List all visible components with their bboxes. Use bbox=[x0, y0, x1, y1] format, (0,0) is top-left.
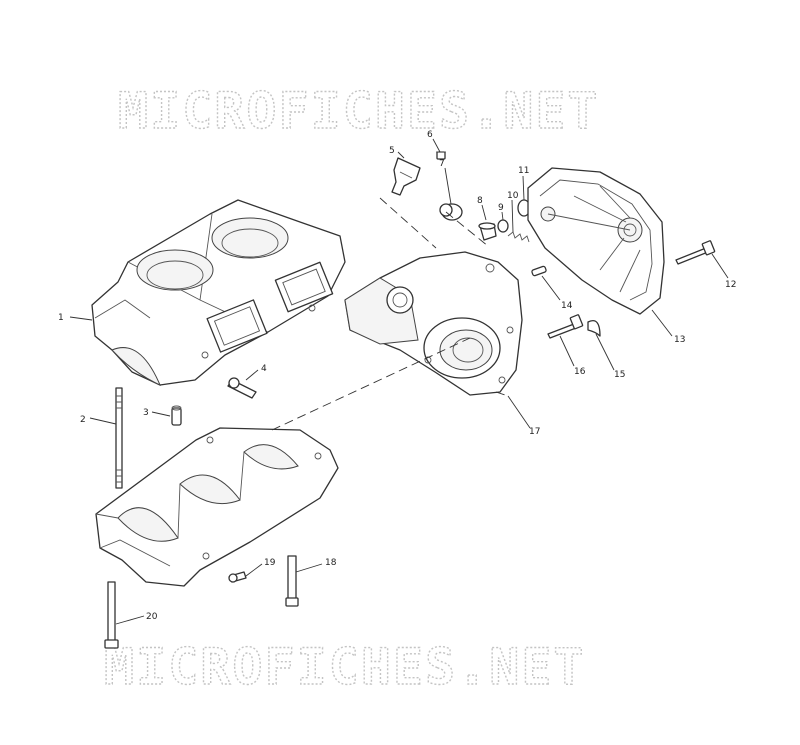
callout-18: 18 bbox=[325, 558, 337, 568]
callout-14: 14 bbox=[561, 301, 573, 311]
callout-12: 12 bbox=[725, 280, 736, 290]
leader-14 bbox=[541, 275, 561, 301]
callout-13: 13 bbox=[674, 335, 685, 345]
hose-fitting bbox=[391, 157, 421, 196]
outer-cover bbox=[527, 167, 665, 315]
pin-14 bbox=[531, 265, 547, 277]
leader-1 bbox=[69, 316, 93, 321]
spring bbox=[507, 231, 530, 243]
dowel-pin bbox=[171, 405, 182, 426]
leader-8 bbox=[481, 204, 487, 221]
callout-7: 7 bbox=[439, 159, 445, 169]
small-screw-19 bbox=[228, 571, 247, 583]
alignment-line-1 bbox=[379, 197, 437, 249]
callout-10: 10 bbox=[507, 191, 519, 201]
leader-6 bbox=[432, 138, 441, 153]
alignment-line-2 bbox=[445, 211, 489, 247]
stud-long bbox=[115, 387, 123, 489]
bolt-short bbox=[285, 555, 299, 607]
callout-1: 1 bbox=[58, 313, 64, 323]
leader-15 bbox=[595, 333, 615, 371]
leader-13 bbox=[651, 309, 673, 337]
bushing bbox=[439, 203, 463, 221]
upper-crankcase bbox=[91, 199, 346, 387]
alignment-line-3 bbox=[271, 337, 471, 431]
leader-20 bbox=[115, 615, 145, 625]
callout-16: 16 bbox=[574, 367, 586, 377]
watermark-top: MICROFICHES.NET bbox=[118, 82, 600, 140]
leader-3 bbox=[151, 411, 171, 417]
callout-9: 9 bbox=[498, 203, 504, 213]
leader-11 bbox=[522, 175, 525, 201]
bolt-long bbox=[104, 581, 119, 649]
leader-5 bbox=[397, 151, 405, 159]
callout-17: 17 bbox=[529, 427, 540, 437]
leader-9 bbox=[501, 211, 504, 221]
small-screw bbox=[436, 151, 446, 160]
lower-crankcase bbox=[95, 427, 339, 587]
leader-17 bbox=[507, 395, 531, 429]
gear-case bbox=[344, 251, 523, 396]
callout-2: 2 bbox=[80, 415, 86, 425]
callout-8: 8 bbox=[477, 196, 483, 206]
leader-18 bbox=[295, 563, 323, 573]
alignment-line-4 bbox=[495, 391, 509, 397]
leader-12 bbox=[711, 253, 729, 279]
drain-plug bbox=[227, 377, 257, 399]
bolt-12 bbox=[675, 240, 716, 265]
leader-19 bbox=[245, 563, 263, 577]
filler-cap bbox=[478, 222, 497, 241]
callout-6: 6 bbox=[427, 130, 433, 140]
washer bbox=[497, 219, 509, 233]
callout-4: 4 bbox=[261, 364, 267, 374]
callout-11: 11 bbox=[518, 166, 529, 176]
callout-15: 15 bbox=[614, 370, 625, 380]
callout-3: 3 bbox=[143, 408, 149, 418]
callout-5: 5 bbox=[389, 146, 395, 156]
leader-2 bbox=[89, 417, 117, 425]
callout-20: 20 bbox=[146, 612, 158, 622]
seal bbox=[587, 319, 601, 337]
leader-16 bbox=[559, 335, 575, 367]
leader-7 bbox=[444, 167, 452, 205]
callout-19: 19 bbox=[264, 558, 276, 568]
bolt-16 bbox=[547, 314, 584, 339]
leader-10 bbox=[511, 199, 514, 233]
watermark-bottom: MICROFICHES.NET bbox=[104, 638, 586, 696]
leader-4 bbox=[245, 369, 259, 381]
